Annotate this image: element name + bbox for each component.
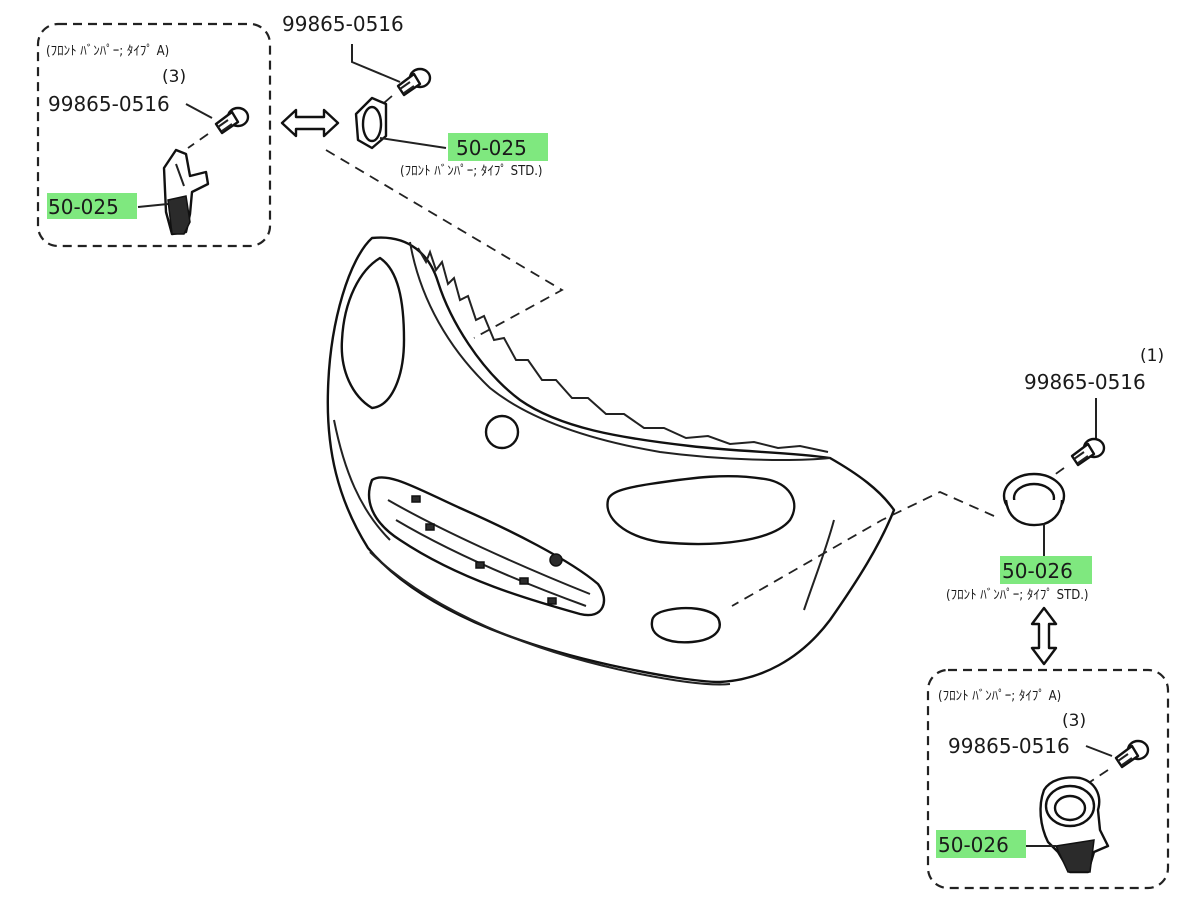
right-box-part-highlight — [936, 830, 1026, 858]
right-bolt-part-number: 99865-0516 — [1024, 370, 1146, 394]
right-box-bolt — [1114, 739, 1150, 769]
left-box-bolt — [214, 106, 250, 135]
top-bolt-axis — [377, 95, 393, 109]
top-std-bracket-group: 99865-0516 50-025 (ﾌﾛﾝﾄ ﾊﾞﾝﾊﾟｰ; ﾀｲﾌﾟ STD… — [282, 12, 548, 179]
right-double-arrow-icon — [1030, 606, 1058, 666]
center-grille-opening — [367, 476, 606, 617]
top-bolt-part-number: 99865-0516 — [282, 12, 404, 36]
right-type-a-box: (ﾌﾛﾝﾄ ﾊﾞﾝﾊﾟｰ; ﾀｲﾌﾟ A) (3) 99865-0516 50-… — [926, 668, 1170, 890]
grille-clips — [411, 495, 563, 605]
bumper-left-crease — [333, 419, 391, 541]
grille-bar-lower — [395, 519, 587, 607]
left-box-bracket — [162, 148, 210, 236]
bumper-right-crease — [803, 519, 835, 611]
tow-hook-cover — [484, 414, 520, 450]
right-std-bracket-group: (1) 99865-0516 50-026 (ﾌﾛﾝﾄ ﾊﾞﾝﾊﾟｰ; ﾀｲﾌﾟ… — [946, 346, 1164, 603]
top-bolt-leader — [351, 44, 401, 83]
grille-bar-upper — [387, 499, 591, 595]
right-std-bracket — [1002, 472, 1066, 527]
top-std-bracket — [354, 96, 388, 150]
bumper-upper-edge — [409, 241, 831, 461]
right-box-bolt-leader — [1085, 745, 1113, 757]
right-qty-label: (1) — [1140, 346, 1164, 366]
right-box-border — [926, 668, 1170, 890]
right-box-bolt-axis — [1089, 769, 1109, 783]
left-box-qty-label: (3) — [162, 67, 186, 87]
left-box-variant-label: (ﾌﾛﾝﾄ ﾊﾞﾝﾊﾟｰ; ﾀｲﾌﾟ A) — [46, 44, 169, 59]
left-box-border — [36, 22, 272, 248]
right-box-bolt-part-number: 99865-0516 — [948, 734, 1070, 758]
right-bracket-part-number: 50-026 — [1002, 559, 1073, 583]
left-box-bolt-leader — [185, 103, 213, 119]
right-mount-guide — [731, 491, 995, 607]
front-bumper — [326, 236, 896, 686]
left-box-bracket-leader — [137, 203, 169, 208]
right-box-variant-label: (ﾌﾛﾝﾄ ﾊﾞﾝﾊﾟｰ; ﾀｲﾌﾟ A) — [938, 689, 1061, 704]
right-bracket-part-highlight — [1000, 556, 1092, 584]
right-bolt-axis — [1049, 467, 1065, 479]
right-box-bracket-part-number: 50-026 — [938, 833, 1009, 857]
bumper-lower-lip — [369, 551, 731, 686]
left-box-bracket-part-number: 50-025 — [48, 195, 119, 219]
left-box-bolt-axis — [187, 133, 209, 149]
left-double-arrow-icon — [280, 108, 340, 138]
left-headlight-recess — [340, 256, 406, 410]
left-type-a-box: (ﾌﾛﾝﾄ ﾊﾞﾝﾊﾟｰ; ﾀｲﾌﾟ A) (3) 99865-0516 50-… — [36, 22, 272, 248]
right-box-bracket — [1039, 776, 1110, 874]
top-bracket-leader — [379, 137, 447, 149]
left-box-part-highlight — [47, 193, 137, 219]
top-bracket-note: (ﾌﾛﾝﾄ ﾊﾞﾝﾊﾟｰ; ﾀｲﾌﾟ STD.) — [400, 164, 543, 179]
left-box-bolt-part-number: 99865-0516 — [48, 92, 170, 116]
right-box-qty-label: (3) — [1062, 711, 1086, 731]
top-bolt — [396, 67, 432, 97]
right-headlight-recess — [606, 474, 796, 546]
top-bracket-part-number: 50-025 — [456, 136, 527, 160]
top-bracket-part-highlight — [448, 133, 548, 161]
top-mount-guide — [325, 149, 564, 339]
fog-lamp-recess — [650, 606, 721, 644]
right-bracket-note: (ﾌﾛﾝﾄ ﾊﾞﾝﾊﾟｰ; ﾀｲﾌﾟ STD.) — [946, 588, 1089, 603]
right-bolt — [1070, 437, 1106, 467]
